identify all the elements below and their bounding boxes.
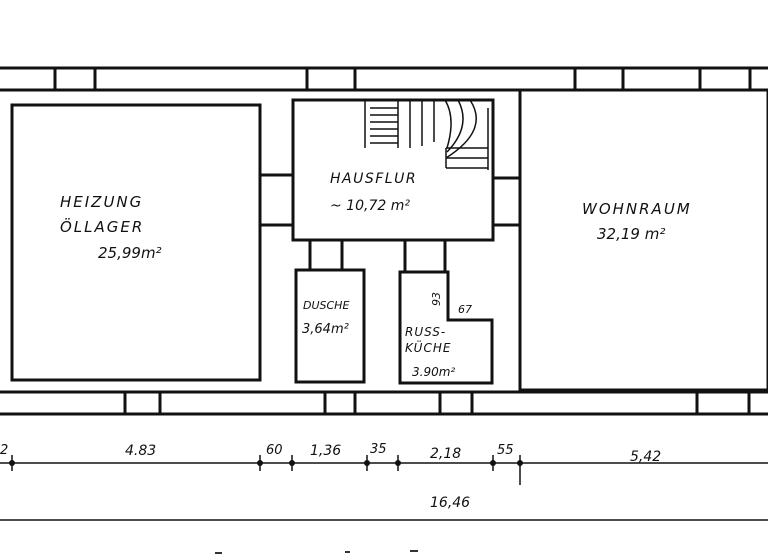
stairs — [364, 99, 489, 170]
dimension-line — [0, 455, 768, 521]
russkueche-line2: KÜCHE — [405, 339, 451, 355]
dim-total: 16,46 — [430, 495, 470, 511]
russkueche-area: 3.90m² — [412, 365, 455, 379]
room-wohnraum — [518, 88, 768, 392]
dim-seg-0: 2 — [0, 443, 8, 458]
russkueche-dim-horizontal: 67 — [458, 303, 472, 316]
scan-marks — [215, 550, 418, 554]
outer-walls — [0, 66, 768, 416]
heizung-line2: ÖLLAGER — [60, 217, 144, 236]
interior-walls — [260, 173, 520, 272]
room-heizung — [10, 103, 262, 382]
hausflur-name: HAUSFLUR — [330, 171, 417, 187]
russkueche-dim-vertical: 93 — [430, 292, 443, 306]
dim-seg-5: 2,18 — [430, 446, 461, 462]
heizung-area: 25,99m² — [98, 244, 162, 262]
dim-seg-7: 5,42 — [630, 449, 661, 465]
wohnraum-name: WOHNRAUM — [582, 200, 692, 218]
dim-seg-6: 55 — [497, 443, 514, 458]
dim-seg-3: 1,36 — [310, 443, 341, 459]
hausflur-area: ~ 10,72 m² — [330, 198, 410, 214]
dim-seg-2: 60 — [266, 443, 283, 458]
room-hausflur — [291, 98, 495, 242]
wohnraum-area: 32,19 m² — [597, 225, 665, 243]
dim-seg-1: 4.83 — [125, 443, 156, 459]
russkueche-line1: RUSS- — [405, 325, 446, 339]
heizung-line1: HEIZUNG — [60, 193, 143, 211]
dusche-name: DUSCHE — [303, 299, 349, 312]
room-dusche — [294, 268, 366, 384]
dim-seg-4: 35 — [370, 442, 387, 457]
dusche-area: 3,64m² — [302, 322, 349, 337]
